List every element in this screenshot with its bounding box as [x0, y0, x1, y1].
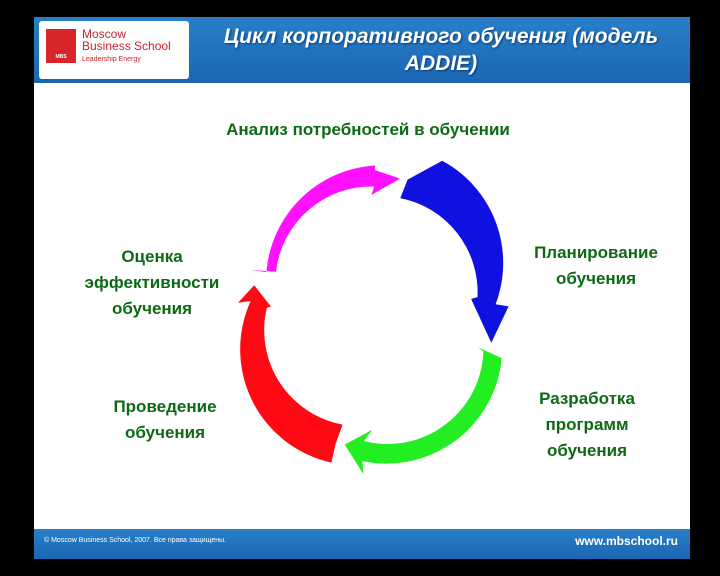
arrow-delivery-to-evaluation	[250, 165, 400, 273]
logo-tagline: Leadership Energy	[82, 56, 141, 63]
slide: MBS Moscow Business School Leadership En…	[34, 17, 690, 559]
logo: MBS Moscow Business School Leadership En…	[39, 21, 189, 79]
stage-analysis: Анализ потребностей в обучении	[226, 120, 510, 139]
stage-development: Разработка программ обучения	[539, 389, 635, 460]
stage-delivery: Проведение обучения	[113, 397, 217, 442]
stage-planning: Планирование обучения	[534, 243, 658, 288]
footer-bar: © Moscow Business School, 2007. Все прав…	[34, 529, 690, 559]
arrow-planning-to-development	[344, 347, 502, 475]
arrow-development-to-delivery	[238, 285, 343, 463]
header-bar: MBS Moscow Business School Leadership En…	[34, 17, 690, 83]
logo-emblem-icon: MBS	[46, 29, 76, 63]
arrow-analysis-to-planning	[400, 160, 509, 343]
stage-evaluation: Оценка эффективности обучения	[84, 247, 220, 318]
page-title: Цикл корпоративного обучения (модель ADD…	[223, 25, 659, 75]
copyright-text: © Moscow Business School, 2007. Все прав…	[44, 537, 227, 544]
website-link[interactable]: www.mbschool.ru	[575, 534, 678, 548]
logo-name: Moscow Business School	[82, 27, 171, 53]
cycle-diagram	[238, 160, 509, 475]
